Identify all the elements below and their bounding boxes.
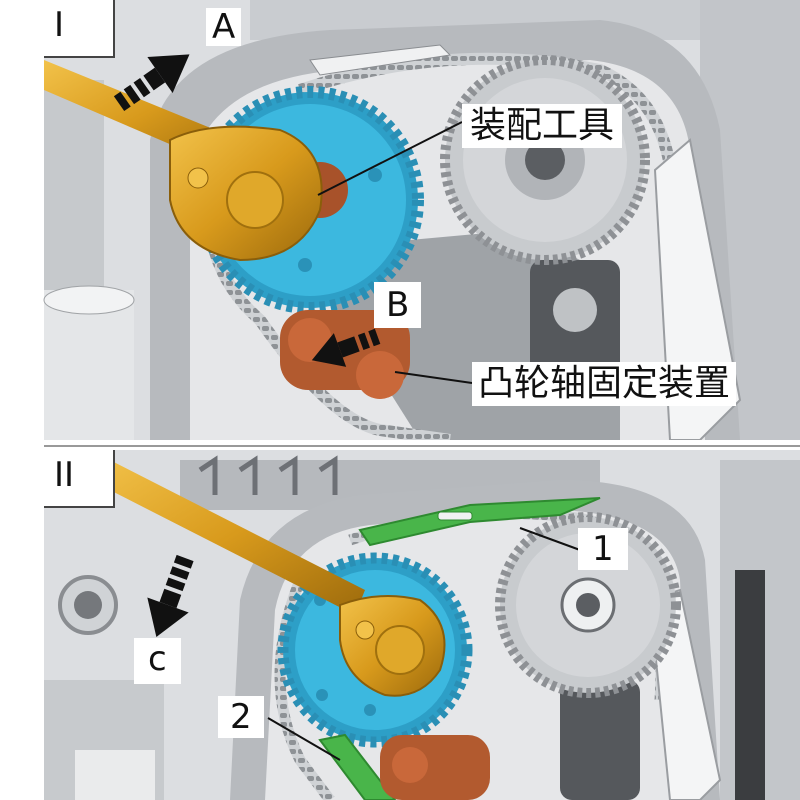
arrow-b-label: B	[374, 282, 422, 328]
part-2-label: 2	[218, 696, 264, 738]
chain-rail	[309, 44, 452, 76]
direction-arrow-b	[311, 328, 381, 367]
panel-1-tag: I	[44, 0, 115, 58]
chain-guide-part-1	[358, 497, 601, 547]
part-1-leader-line	[519, 527, 581, 551]
arrow-c-label: c	[134, 638, 181, 684]
ratchet-wrench-icon-2	[100, 455, 446, 697]
assembly-tool-label: 装配工具	[462, 104, 623, 148]
camshaft-lock-2	[380, 735, 490, 800]
pipe-hole	[74, 591, 102, 619]
engine-right-dark	[735, 570, 765, 800]
panel-2-tag: II	[44, 450, 115, 508]
panel-1-number: I	[54, 5, 65, 45]
part-2-leader-line	[267, 717, 341, 761]
lock-leader-line	[394, 371, 473, 384]
engine-cylinder-lower	[75, 750, 155, 800]
tensioner-arm-2	[560, 680, 640, 800]
direction-arrow-c	[147, 554, 194, 637]
camshaft-lock-label: 凸轮轴固定装置	[472, 362, 737, 406]
arrow-a-label: A	[206, 8, 242, 46]
exhaust-sprocket	[440, 55, 650, 265]
tool-leader-line	[317, 121, 463, 196]
panel-2-number: II	[54, 455, 75, 495]
engine-ribs	[198, 455, 338, 495]
engine-cylinder-top	[43, 285, 135, 315]
chain-guide-part-2	[318, 733, 397, 800]
direction-arrow-a	[113, 54, 190, 112]
tensioner-bolt	[553, 288, 597, 332]
chain-guide-slot	[437, 511, 473, 521]
engine-cylinder	[44, 290, 134, 440]
panel-2	[44, 450, 800, 800]
ratchet-wrench-icon	[44, 60, 323, 262]
part-1-label: 1	[578, 528, 628, 570]
